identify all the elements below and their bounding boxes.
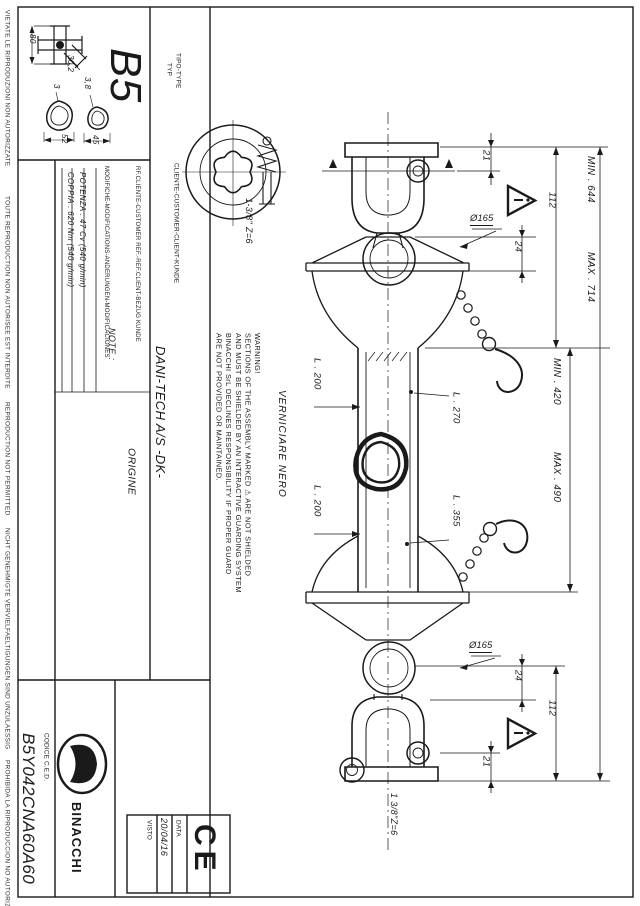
ce-mark-icon: CE xyxy=(188,824,221,876)
dim-24-top: 24 xyxy=(512,241,524,253)
dim-overall-max: MAX . 714 xyxy=(585,252,596,303)
warning-line: WARNING! xyxy=(252,333,262,374)
spline-spec-bottom: 1 3/8"Z=6 xyxy=(389,793,399,836)
modifications-label: MODIFICHE-MODIFICATIONS-ANDERUNGEN-MODIF… xyxy=(103,166,109,358)
warning-line: ARE NOT PROVIDED OR MAINTAINED. xyxy=(214,333,224,482)
joint-height-dim: 80 xyxy=(28,34,37,44)
dim-21-bottom: 21 xyxy=(480,756,492,768)
code-label: CODICE C.E.D. xyxy=(42,733,50,782)
joint-cross-detail xyxy=(31,25,88,71)
tipo-label-2: TYP xyxy=(165,63,173,77)
torque-spec: COPPIA : 620 Nm (540 g/min) xyxy=(65,172,75,288)
margin-notice: REPRODUCTION NOT PERMITTED xyxy=(3,402,11,516)
warning-line: BINACCHI SrL DECLINES RESPONSIBILITY IF … xyxy=(224,333,234,575)
spline-hub-detail xyxy=(182,120,286,226)
shaft-assembly xyxy=(305,112,529,852)
profile1-width: 52 xyxy=(60,134,69,144)
margin-notice: TOUTE REPRODUCTION NON AUTORISEE EST INT… xyxy=(3,196,11,389)
customer-ref-label: RF.CLIENTE-CUSTOMER REF.-REF.CLIENT-BEZU… xyxy=(134,166,140,342)
warning-line: SECTIONS OF THE ASSEMBLY MARKED ⚠ ARE NO… xyxy=(243,333,253,577)
power-spec: POTENZA : 47 Cv (540 g/min) xyxy=(77,172,87,288)
dim-overall-min: MIN . 644 xyxy=(585,156,596,203)
dim-24-bottom: 24 xyxy=(512,670,524,682)
dimension-arrowheads xyxy=(29,26,603,788)
warning-line: AND MUST BE SHIELDED BY AN INTERACTIVE G… xyxy=(233,333,243,593)
brand-wordmark: BINACCHI xyxy=(69,802,84,874)
type-code: B5 xyxy=(101,48,150,103)
customer-ref-value: ORIGINE xyxy=(125,448,138,496)
dim-l200-bottom: L . 200 xyxy=(311,485,323,517)
margin-notice: PROHIBIDA LA RIPRODUCCION NO AUTORIZADA xyxy=(3,760,11,906)
dim-l200-top: L . 200 xyxy=(311,358,323,390)
dimension-lines xyxy=(29,26,610,793)
dim-guard-max: MAX . 490 xyxy=(551,452,562,503)
profile-details xyxy=(43,91,111,143)
profile1-thickness: 3 xyxy=(52,84,61,89)
dim-112-top: 112 xyxy=(546,192,558,209)
profile2-thickness: 3,8 xyxy=(83,77,92,90)
binacchi-logo-icon xyxy=(56,733,108,795)
joint-diag-dim: 30,2 xyxy=(66,55,75,73)
dim-l355: L . 355 xyxy=(450,495,462,527)
cliente-label: CLIENTE-CUSTOMER-CLIENT-KUNDE xyxy=(172,163,180,284)
margin-notice: VIETATE LE RIPRODUZIONI NON AUTORIZZATE xyxy=(3,10,11,167)
tipo-label: TIPO-TYPE xyxy=(174,53,182,89)
dim-guard-min: MIN . 420 xyxy=(551,358,562,405)
frame-lines xyxy=(17,6,634,898)
part-code: B5Y042CNA60A60 xyxy=(19,733,38,885)
dim-112-bottom: 112 xyxy=(546,700,558,717)
profile2-width: 45 xyxy=(91,135,100,145)
dim-l270: L . 270 xyxy=(450,392,462,424)
warning-triangle-icon xyxy=(506,183,538,751)
dim-dia165-top: Ø165 xyxy=(470,213,494,226)
date-value: 20/04/16 xyxy=(159,818,169,857)
spline-spec-top: 1-3/8" Z=6 xyxy=(244,198,254,244)
warning-note: WARNING! SECTIONS OF THE ASSEMBLY MARKED… xyxy=(214,333,262,593)
note-label: NOTE : xyxy=(107,328,117,361)
modification-rule-lines xyxy=(55,168,150,393)
margin-notice: NICHT GENEHMIGTE VERVIELFAELTIGUNGEN SIN… xyxy=(3,528,11,750)
dim-21-top: 21 xyxy=(480,150,492,162)
date-label: DATA xyxy=(174,820,182,837)
visto-label: VISTO xyxy=(145,820,153,841)
dim-dia165-bottom: Ø165 xyxy=(469,640,493,653)
finish-note: VERNICIARE NERO xyxy=(276,390,287,498)
customer-name: DANI-TECH A/S -DK- xyxy=(153,346,168,479)
